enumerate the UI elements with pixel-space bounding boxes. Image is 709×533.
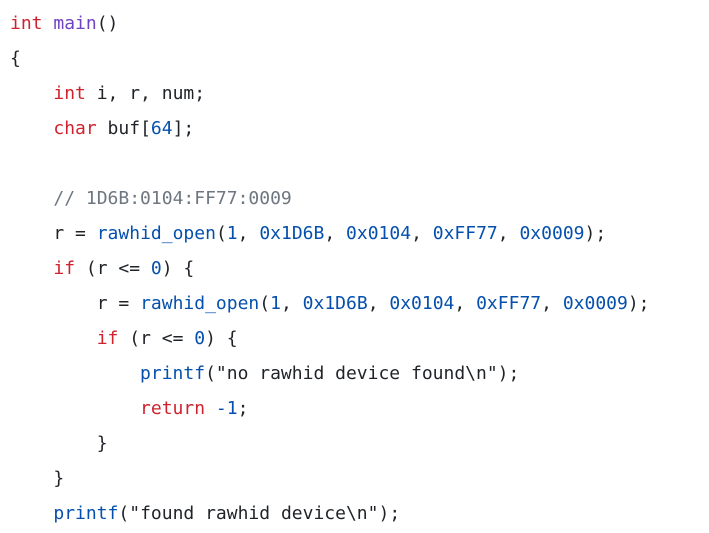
code-token-num: 0 [194, 328, 206, 349]
code-token-kw: char [53, 118, 97, 139]
code-line: } [10, 428, 709, 463]
code-line: } [10, 463, 709, 498]
code-token-num: 0x1D6B [259, 223, 325, 244]
code-token: ) { [161, 258, 195, 279]
code-line: printf("found rawhid device\n"); [10, 498, 709, 533]
code-token: , [454, 293, 477, 314]
code-token: , [237, 223, 260, 244]
code-line: // 1D6B:0104:FF77:0009 [10, 183, 709, 218]
code-token-op: = [75, 223, 86, 244]
code-line: return -1; [10, 393, 709, 428]
code-token-num: 0xFF77 [476, 293, 542, 314]
code-token-num: 0x0104 [389, 293, 455, 314]
code-line: { [10, 43, 709, 78]
code-line: if (r <= 0) { [10, 323, 709, 358]
code-token [10, 188, 53, 209]
code-token: } [10, 433, 108, 454]
code-token: , [280, 293, 303, 314]
code-token: ); [627, 293, 650, 314]
code-token-kw: if [96, 328, 119, 349]
code-token-op: = [118, 293, 130, 314]
code-token-num: 1 [270, 293, 281, 314]
code-token: ) { [205, 328, 238, 349]
code-token-kw: int [53, 83, 86, 104]
code-token-num: 64 [150, 118, 173, 139]
code-token-num: -1 [215, 398, 238, 419]
code-line: if (r <= 0) { [10, 253, 709, 288]
code-token-num: rawhid_open [96, 223, 216, 244]
code-token [10, 83, 53, 104]
code-token-num: 1 [226, 223, 238, 244]
code-token: , [367, 293, 390, 314]
code-token-num: rawhid_open [140, 293, 260, 314]
code-token: () [96, 13, 119, 34]
code-token [10, 118, 53, 139]
code-token-kw: return [140, 398, 206, 419]
code-token: (r <= [118, 328, 195, 349]
code-token-num: 0 [150, 258, 162, 279]
code-token [10, 328, 97, 349]
code-token: ( [259, 293, 271, 314]
code-token [10, 258, 53, 279]
code-token: r [10, 293, 119, 314]
code-token-kw: int [10, 13, 43, 34]
code-token: (r <= [75, 258, 151, 279]
code-token [43, 13, 54, 34]
code-token [86, 223, 97, 244]
code-token-num: 0x1D6B [302, 293, 368, 314]
code-token: ( [215, 223, 227, 244]
code-token: r [10, 223, 76, 244]
code-token [10, 503, 53, 524]
code-token: , [411, 223, 433, 244]
code-token-cm: // 1D6B:0104:FF77:0009 [53, 188, 292, 209]
code-token [10, 363, 140, 384]
code-line [10, 148, 709, 183]
code-token-num: 0x0009 [562, 293, 628, 314]
code-token: ; [237, 398, 249, 419]
code-token [129, 293, 140, 314]
code-line: r = rawhid_open(1, 0x1D6B, 0x0104, 0xFF7… [10, 218, 709, 253]
code-token-num: 0xFF77 [432, 223, 498, 244]
code-token-num: 0x0009 [519, 223, 585, 244]
code-token: i, r, num; [85, 83, 206, 104]
code-token: ("no rawhid device found\n"); [205, 363, 520, 384]
code-token-fn: main [53, 13, 97, 34]
code-token-num: printf [53, 503, 119, 524]
code-token: ("found rawhid device\n"); [118, 503, 401, 524]
code-line: int i, r, num; [10, 78, 709, 113]
code-token-num: 0x0104 [346, 223, 412, 244]
code-token: , [541, 293, 563, 314]
code-token: } [10, 468, 65, 489]
code-line: printf("no rawhid device found\n"); [10, 358, 709, 393]
code-line: r = rawhid_open(1, 0x1D6B, 0x0104, 0xFF7… [10, 288, 709, 323]
code-token: ]; [172, 118, 195, 139]
code-line: char buf[64]; [10, 113, 709, 148]
code-token: , [324, 223, 347, 244]
code-token: buf[ [96, 118, 151, 139]
code-token: { [10, 48, 21, 69]
code-token: , [497, 223, 520, 244]
code-line: int main() [10, 8, 709, 43]
code-token-kw: if [53, 258, 76, 279]
code-token: ); [584, 223, 607, 244]
code-token [10, 398, 140, 419]
code-token-num: printf [140, 363, 206, 384]
code-token [205, 398, 216, 419]
